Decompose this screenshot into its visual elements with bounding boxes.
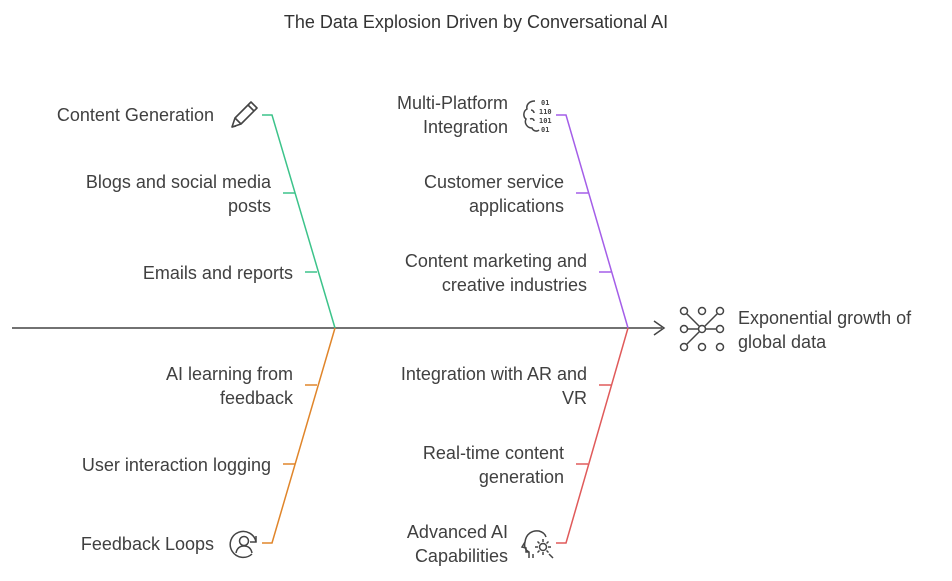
category-multi-platform-integration: Multi-Platform Integration (397, 91, 508, 139)
svg-text:110: 110 (539, 108, 552, 116)
cause-line1: Customer service (423, 172, 564, 192)
svg-text:01: 01 (541, 99, 549, 107)
effect-line1: Exponential growth of (738, 308, 912, 328)
branch-line-feedback-loops (262, 327, 336, 544)
pencil-icon (231, 101, 258, 128)
branch-line-advanced-ai (556, 327, 629, 544)
category-label: Feedback Loops (80, 534, 214, 554)
cause-user-interaction-logging: User interaction logging (82, 453, 271, 477)
cause-line2: generation (478, 467, 564, 487)
category-line1: Multi-Platform (396, 93, 508, 113)
svg-text:101: 101 (539, 117, 552, 125)
cause-line1: Integration with AR and (400, 364, 587, 384)
category-label: Content Generation (56, 105, 214, 125)
category-line2: Capabilities (414, 546, 508, 566)
cause-line1: Content marketing and (404, 251, 587, 271)
spine-arrowhead (653, 320, 666, 336)
category-feedback-loops: Feedback Loops (81, 532, 214, 556)
cause-line1: User interaction logging (81, 455, 271, 475)
category-advanced-ai-capabilities: Advanced AI Capabilities (407, 520, 508, 568)
cause-line1: AI learning from (165, 364, 293, 384)
effect-line2: global data (738, 332, 827, 352)
branch-line-multi-platform (556, 114, 629, 329)
cause-line1: Emails and reports (142, 263, 293, 283)
cause-customer-service: Customer service applications (424, 170, 564, 218)
network-nodes-icon (679, 306, 725, 352)
cause-line1: Blogs and social media (85, 172, 271, 192)
cause-ar-vr: Integration with AR and VR (401, 362, 587, 410)
category-line2: Integration (422, 117, 508, 137)
category-line1: Advanced AI (406, 522, 508, 542)
svg-text:01: 01 (541, 126, 549, 134)
page-title: The Data Explosion Driven by Conversatio… (283, 12, 669, 32)
cause-line2: feedback (219, 388, 293, 408)
cause-line2: applications (468, 196, 564, 216)
effect-label: Exponential growth of global data (738, 306, 911, 354)
brain-binary-icon: 01 110 101 01 (523, 99, 552, 134)
user-refresh-icon (229, 530, 257, 559)
cause-ai-learning-feedback: AI learning from feedback (166, 362, 293, 410)
cause-real-time-content: Real-time content generation (423, 441, 564, 489)
branch-line-content-generation (262, 114, 336, 329)
cause-blogs-social-media: Blogs and social media posts (86, 170, 271, 218)
cause-content-marketing: Content marketing and creative industrie… (405, 249, 587, 297)
cause-line2: VR (561, 388, 587, 408)
category-content-generation: Content Generation (57, 103, 214, 127)
cause-line2: posts (227, 196, 271, 216)
cause-line2: creative industries (441, 275, 587, 295)
cause-emails-reports: Emails and reports (143, 261, 293, 285)
ai-head-gear-icon (520, 530, 554, 559)
cause-line1: Real-time content (422, 443, 564, 463)
